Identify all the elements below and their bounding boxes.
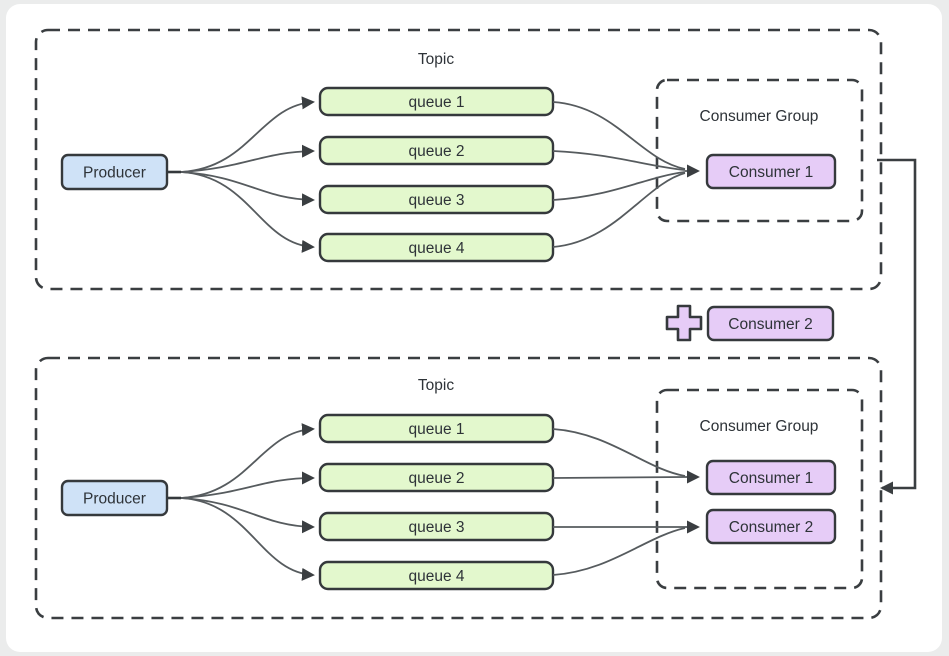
queue-label-top-2: queue 2 xyxy=(408,143,464,160)
flow-queue4-consumer2-bottom xyxy=(552,527,686,576)
consumer-group-label-bottom: Consumer Group xyxy=(700,418,819,435)
queue-label-bottom-4: queue 4 xyxy=(408,568,464,585)
producer-label-bottom: Producer xyxy=(83,491,146,508)
flow-producer-queue3-top xyxy=(180,171,315,207)
plus-icon xyxy=(665,304,703,342)
flow-producer-queue2-top xyxy=(180,144,315,173)
queue-node-bottom-1 xyxy=(318,413,555,444)
diagram-top: Topic Producer queue 1 queue 2 queue 3 q… xyxy=(34,28,883,291)
queue-node-top-4 xyxy=(318,232,555,263)
consumer-node-top-1 xyxy=(705,153,837,190)
queue-node-bottom-4 xyxy=(318,560,555,591)
topic-container-top xyxy=(34,28,883,291)
diagram-bottom: Topic Producer queue 1 queue 2 queue 3 q… xyxy=(34,356,883,620)
consumer-label-bottom-2: Consumer 2 xyxy=(729,519,813,536)
transition-arrow xyxy=(877,158,917,495)
flow-queue4-consumer1-top xyxy=(552,172,686,248)
flow-producer-queue2-bottom xyxy=(180,471,315,499)
queue-label-top-4: queue 4 xyxy=(408,240,464,257)
flow-queue3-consumer1-top xyxy=(552,171,686,201)
consumer-node-bottom-2 xyxy=(705,508,837,545)
consumer-label-bottom-1: Consumer 1 xyxy=(729,470,813,487)
producer-label-top: Producer xyxy=(83,165,146,182)
flow-producer-queue4-bottom xyxy=(180,497,315,581)
queue-label-top-3: queue 3 xyxy=(408,192,464,209)
flow-producer-queue1-bottom xyxy=(180,423,315,499)
flow-producer-queue4-top xyxy=(180,171,315,253)
flow-queue2-consumer1-top xyxy=(552,150,686,171)
topic-label-bottom: Topic xyxy=(418,377,454,394)
flow-queue2-consumer1-bottom xyxy=(552,476,686,479)
consumer-label-top-1: Consumer 1 xyxy=(729,164,813,181)
flow-producer-queue3-bottom xyxy=(180,497,315,534)
queue-label-bottom-1: queue 1 xyxy=(408,421,464,438)
added-consumer-node xyxy=(706,305,835,342)
consumer-node-bottom-1 xyxy=(705,459,837,496)
consumer-group-container-bottom xyxy=(655,388,864,590)
queue-node-top-1 xyxy=(318,86,555,117)
consumer-group-label-top: Consumer Group xyxy=(700,108,819,125)
flow-queue1-consumer1-bottom xyxy=(552,428,686,477)
queue-label-bottom-3: queue 3 xyxy=(408,519,464,536)
queue-node-top-2 xyxy=(318,135,555,166)
topic-container-bottom xyxy=(34,356,883,620)
flow-producer-queue1-top xyxy=(180,96,315,173)
queue-label-bottom-2: queue 2 xyxy=(408,470,464,487)
queue-label-top-1: queue 1 xyxy=(408,94,464,111)
flow-queue1-consumer1-top xyxy=(552,101,686,170)
added-consumer-label: Consumer 2 xyxy=(728,316,812,333)
consumer-group-container-top xyxy=(655,78,864,223)
topic-label-top: Topic xyxy=(418,51,454,68)
add-consumer-annotation: Consumer 2 xyxy=(665,304,835,342)
